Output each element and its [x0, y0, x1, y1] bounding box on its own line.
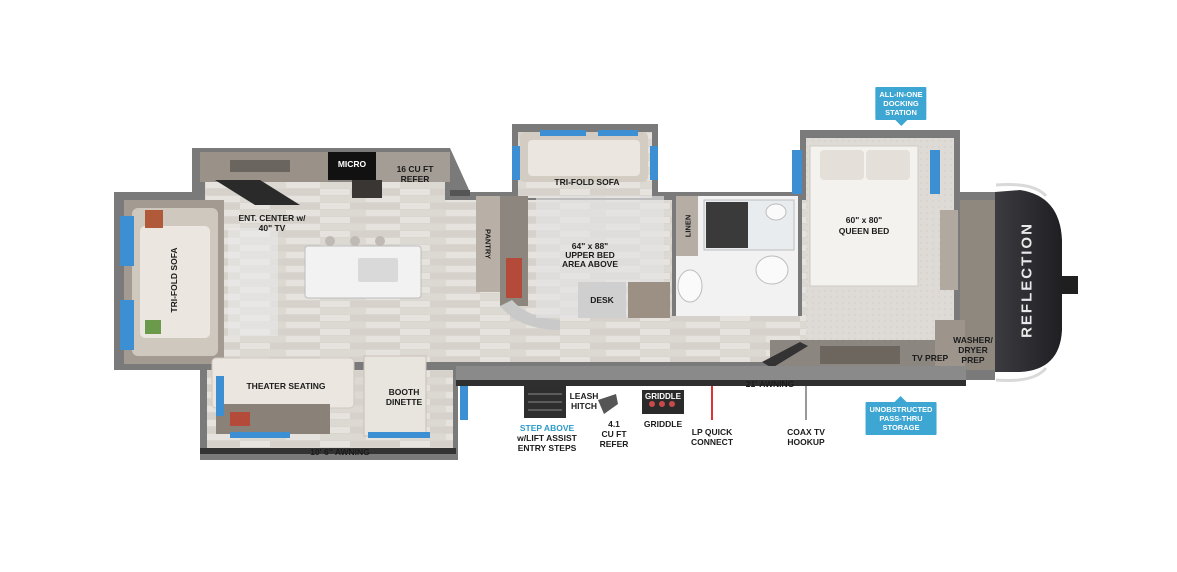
left-sofa-slide: [120, 200, 278, 364]
bottom-cabinets: [762, 320, 965, 370]
front-cap: [995, 183, 1078, 382]
storage-callout-line1: UNOBSTRUCTED: [869, 405, 933, 414]
theater-dinette-slide: [211, 355, 468, 438]
pass-thru-storage-callout: UNOBSTRUCTED PASS-THRU STORAGE: [865, 396, 937, 435]
desk-label: DESK: [590, 295, 614, 305]
micro-label: MICRO: [337, 159, 367, 169]
ent-center-label-line1: ENT. CENTER w/: [238, 213, 306, 223]
booth-dinette-label-line2: DINETTE: [385, 397, 423, 407]
coax-tv-label-line1: COAX TV: [787, 427, 825, 437]
docking-callout-line1: ALL-IN-ONE: [879, 90, 923, 99]
step-above-label-line1: STEP ABOVE: [519, 423, 575, 433]
trifold-sofa-left-label: TRI-FOLD SOFA: [169, 247, 179, 313]
booth-dinette-label-line1: BOOTH: [388, 387, 420, 397]
linen-label: LINEN: [683, 214, 693, 238]
leash-hitch-label-line2: HITCH: [571, 401, 597, 411]
bedroom-slide: [792, 145, 996, 370]
step-above-label-line2: w/LIFT ASSIST: [517, 433, 577, 443]
storage-callout-line3: STORAGE: [882, 423, 920, 432]
kitchen-island: [304, 236, 422, 299]
refer41-label-line1: 4.1: [608, 419, 620, 429]
lp-connect-label-line1: LP QUICK: [691, 427, 733, 437]
pantry-label: PANTRY: [483, 229, 493, 259]
pantry-area: [476, 196, 560, 330]
top-sofa-slide: [512, 130, 670, 318]
washer-label-line1: WASHER/: [953, 335, 993, 345]
trifold-sofa-top-label: TRI-FOLD SOFA: [554, 177, 620, 187]
lp-connect-label-line2: CONNECT: [690, 437, 734, 447]
exterior-features: [524, 386, 807, 420]
awnings: [200, 366, 966, 454]
refer41-label-line2: CU FT: [601, 429, 627, 439]
docking-callout-line2: DOCKING: [883, 99, 919, 108]
upper-bed-label-line3: AREA ABOVE: [561, 259, 619, 269]
step-above-label-line3: ENTRY STEPS: [517, 443, 577, 453]
queen-bed-label-line1: 60" x 80": [845, 215, 883, 225]
coax-tv-label-line2: HOOKUP: [787, 437, 825, 447]
storage-callout-line2: PASS-THRU: [879, 414, 923, 423]
refer16-label-line2: REFER: [400, 174, 430, 184]
griddle-label: GRIDDLE: [643, 419, 683, 429]
theater-seating-label: THEATER SEATING: [246, 381, 326, 391]
tv-prep-label: TV PREP: [911, 353, 949, 363]
refer41-label-line3: REFER: [599, 439, 629, 449]
queen-bed-label-line2: QUEEN BED: [838, 226, 890, 236]
griddle-panel-label: GRIDDLE: [645, 392, 681, 401]
awning-main-label: 21' AWNING: [745, 379, 795, 389]
docking-callout-line3: STATION: [885, 108, 917, 117]
bathroom: [672, 196, 802, 316]
brand-logo: REFLECTION: [1018, 222, 1036, 338]
awning-bottom-label: 10' 6" AWNING: [310, 447, 370, 457]
kitchen-slide: [200, 152, 470, 205]
upper-bed-label-line1: 64" x 88": [571, 241, 609, 251]
refer16-label-line1: 16 CU FT: [396, 164, 434, 174]
leash-hitch-label-line1: LEASH: [569, 391, 599, 401]
docking-station-callout: ALL-IN-ONE DOCKING STATION: [875, 87, 927, 126]
washer-label-line2: DRYER: [958, 345, 988, 355]
washer-label-line3: PREP: [961, 355, 985, 365]
ent-center-label-line2: 40" TV: [258, 223, 286, 233]
upper-bed-label-line2: UPPER BED: [565, 250, 615, 260]
